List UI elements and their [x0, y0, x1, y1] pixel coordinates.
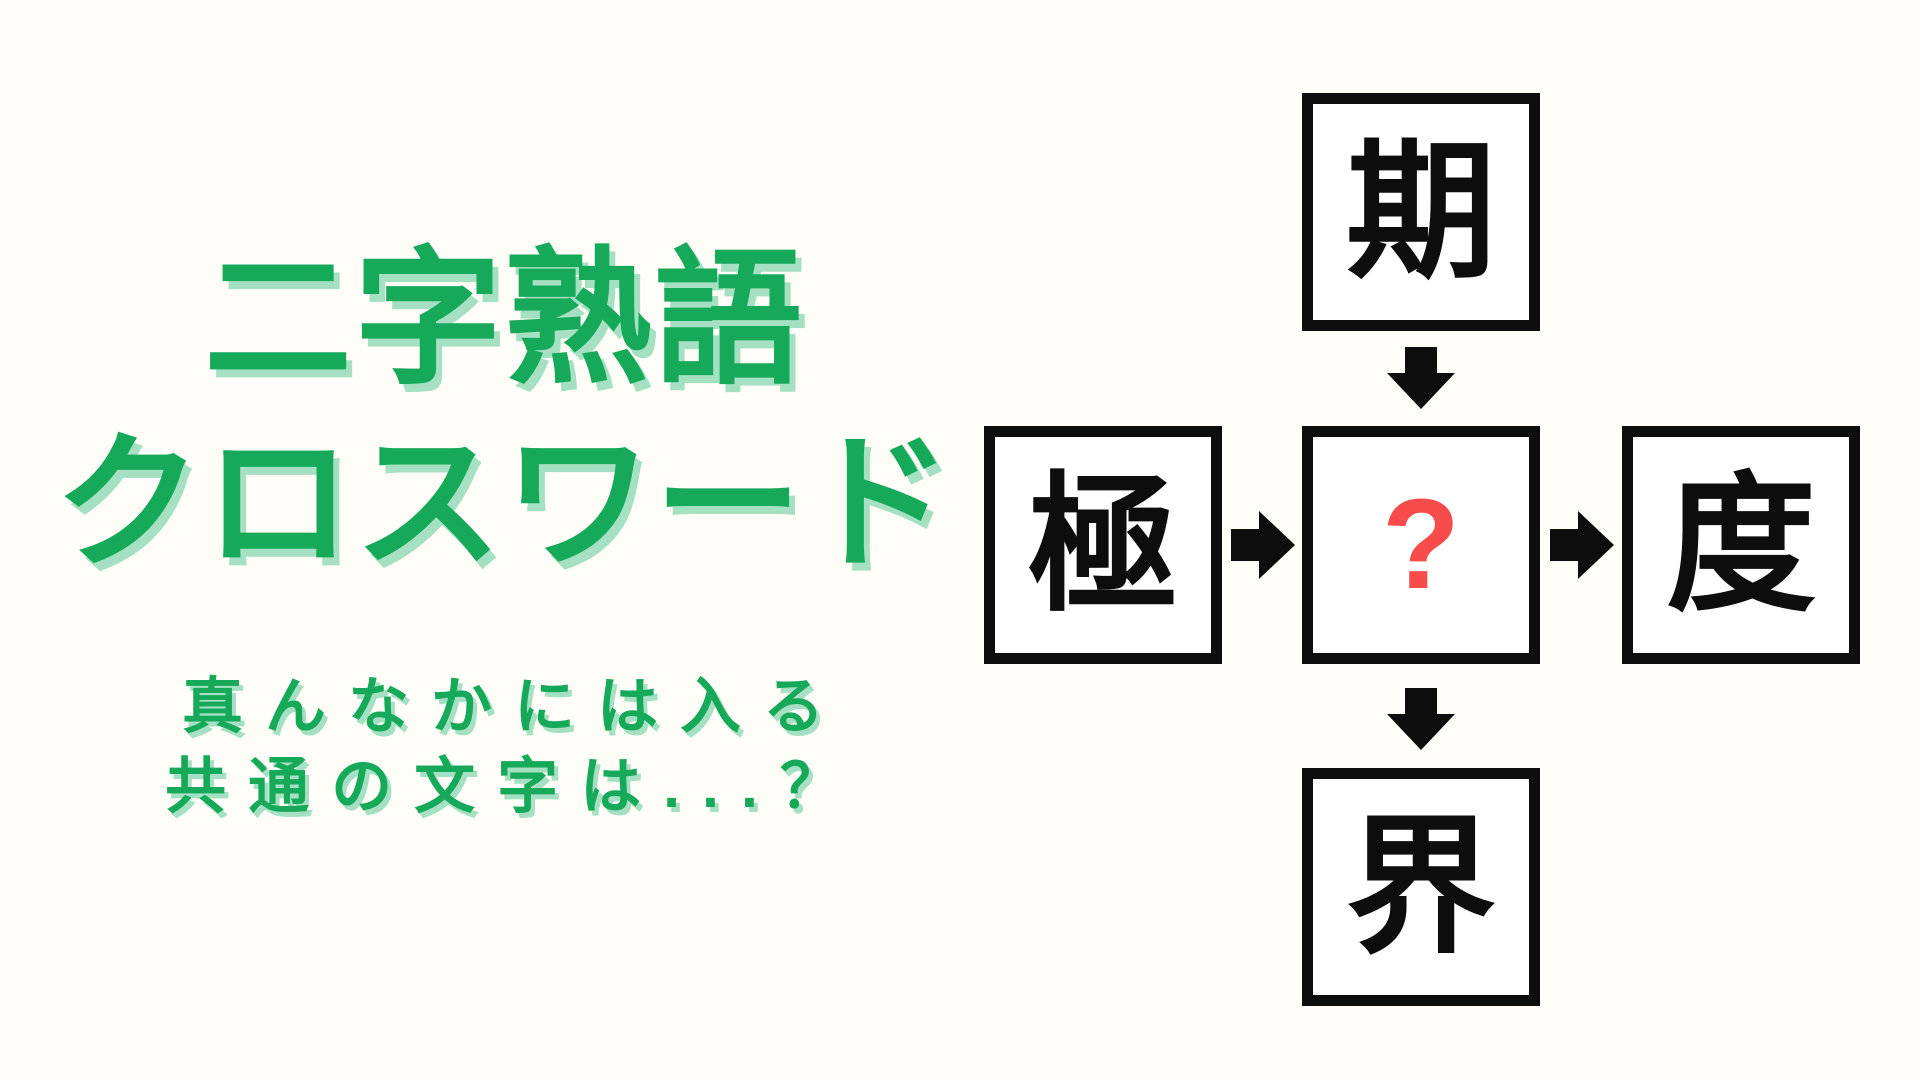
subtitle-line2: 共通の文字は...？ [165, 752, 863, 820]
arrow-right-icon [1231, 511, 1295, 579]
arrow-head [1387, 373, 1455, 409]
arrow-right-icon [1550, 511, 1614, 579]
puzzle-center-question-mark: ? [1381, 473, 1461, 616]
puzzle-cell-right: 度 [1622, 426, 1860, 664]
puzzle-cell-center: ? [1302, 426, 1540, 664]
title-line2: クロスワード [54, 421, 954, 586]
arrow-head [1259, 511, 1295, 579]
puzzle-cell-right-char: 度 [1665, 461, 1816, 629]
subtitle-line1: 真んなかには入る [181, 672, 846, 740]
title-block: 二字熟語 クロスワード 真んなかには入る 共通の文字は...？ [0, 0, 1006, 826]
arrow-tail [1231, 529, 1259, 561]
puzzle-cell-left-char: 極 [1027, 461, 1178, 629]
puzzle-cell-left: 極 [984, 426, 1222, 664]
arrow-tail [1405, 347, 1437, 373]
arrow-head [1578, 511, 1614, 579]
puzzle-cell-top: 期 [1302, 93, 1540, 331]
arrow-tail [1550, 529, 1578, 561]
arrow-head [1387, 714, 1455, 750]
arrow-down-icon [1387, 688, 1455, 750]
subtitle: 真んなかには入る 共通の文字は...？ [0, 666, 1006, 826]
puzzle-cell-bottom: 界 [1302, 768, 1540, 1006]
title-line1: 二字熟語 [204, 237, 804, 402]
page-title: 二字熟語 クロスワード [0, 228, 1006, 596]
arrow-down-icon [1387, 347, 1455, 409]
puzzle-cell-top-char: 期 [1345, 128, 1496, 296]
puzzle-cell-bottom-char: 界 [1345, 803, 1496, 971]
arrow-tail [1405, 688, 1437, 714]
